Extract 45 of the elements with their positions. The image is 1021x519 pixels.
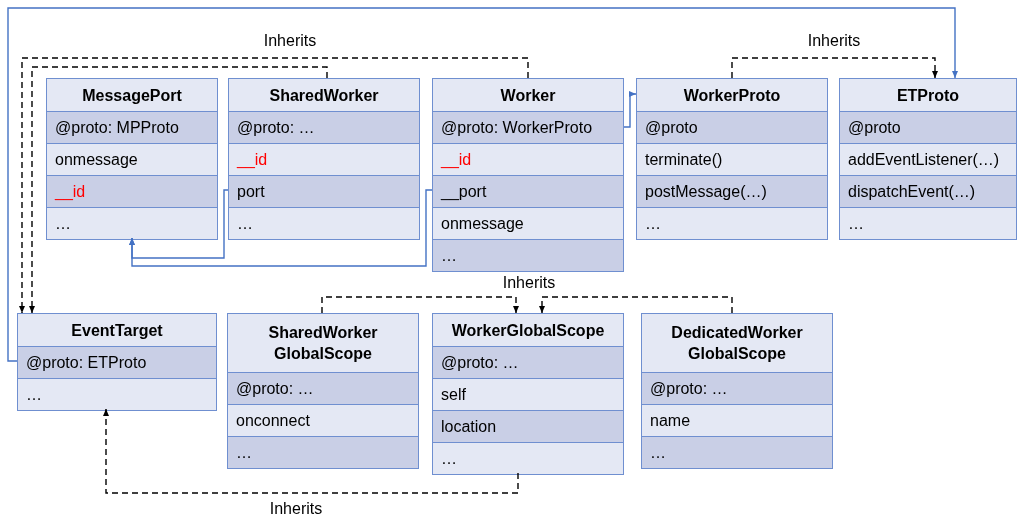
reference-arrow	[623, 91, 637, 128]
field-row: __port	[433, 175, 623, 207]
class-name: MessagePort	[82, 85, 182, 106]
field-row: @proto: WorkerProto	[433, 111, 623, 143]
class-name: ETProto	[896, 85, 960, 106]
field-row: …	[433, 239, 623, 271]
class-table	[46, 78, 218, 240]
class-table	[432, 78, 624, 272]
field-row: @proto	[637, 111, 827, 143]
class-name: DedicatedWorker GlobalScope	[670, 323, 804, 364]
class-name: WorkerGlobalScope	[451, 320, 605, 341]
field-row: @proto: …	[433, 346, 623, 378]
field-row: postMessage(…)	[637, 175, 827, 207]
class-table	[227, 313, 419, 469]
field-row: @proto: …	[229, 111, 419, 143]
reference-arrow	[129, 189, 433, 267]
field-row: dispatchEvent(…)	[840, 175, 1016, 207]
class-table	[636, 78, 828, 240]
class-name: SharedWorker	[269, 85, 379, 106]
class-table	[432, 313, 624, 475]
class-table	[17, 313, 217, 411]
reference-arrow	[7, 7, 958, 362]
field-row: @proto: …	[228, 372, 418, 404]
class-name: WorkerProto	[683, 85, 781, 106]
class-table	[228, 78, 420, 240]
field-row: port	[229, 175, 419, 207]
inheritance-arrow	[19, 57, 529, 314]
inheritance-arrow	[103, 408, 519, 494]
inheritance-arrow	[731, 57, 938, 79]
class-name: SharedWorker GlobalScope	[267, 323, 379, 364]
field-row: location	[433, 410, 623, 442]
inheritance-arrow	[321, 296, 519, 314]
field-row: …	[642, 436, 832, 468]
inheritance-arrow	[29, 66, 328, 314]
class-name: EventTarget	[71, 320, 163, 341]
field-row: @proto: MPProto	[47, 111, 217, 143]
class-table	[839, 78, 1017, 240]
field-row: __id	[47, 175, 217, 207]
field-row: @proto: …	[642, 372, 832, 404]
field-row: @proto	[840, 111, 1016, 143]
class-name: Worker	[500, 85, 556, 106]
inheritance-arrow	[539, 296, 733, 314]
field-row: @proto: ETProto	[18, 346, 216, 378]
field-row: …	[228, 436, 418, 468]
class-table	[641, 313, 833, 469]
